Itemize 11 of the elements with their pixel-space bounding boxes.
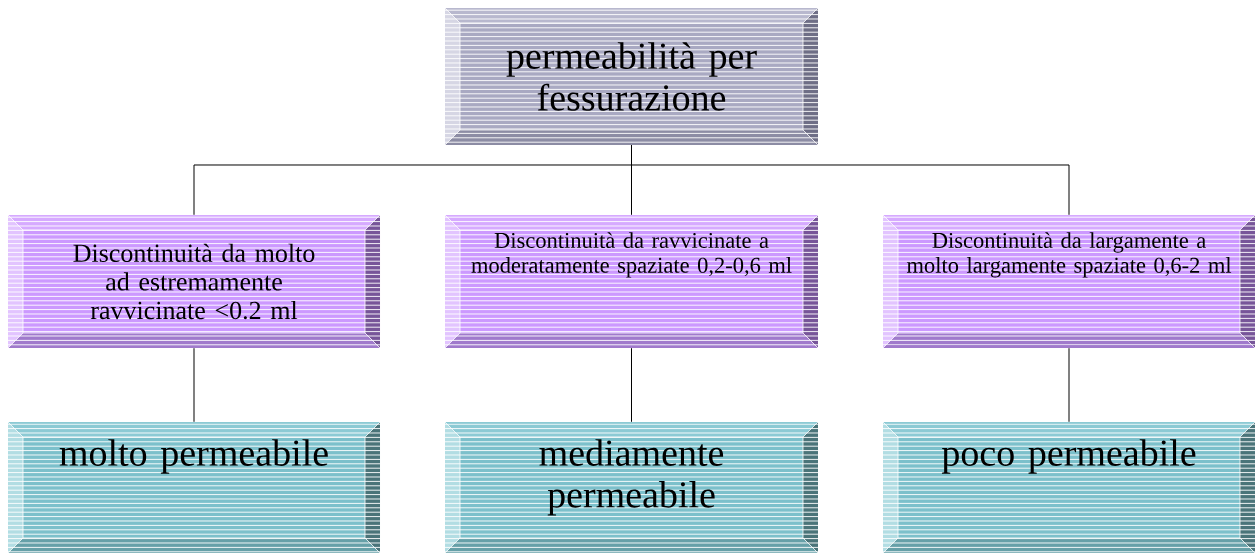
- beveled-box: molto permeabile: [7, 421, 381, 553]
- beveled-box: poco permeabile: [882, 421, 1255, 553]
- beveled-box: permeabilità per fessurazione: [444, 7, 819, 146]
- beveled-box: Discontinuità da largamente a molto largamente spaziate 0,6-2 ml: [882, 214, 1255, 349]
- connector-line: [193, 347, 195, 423]
- beveled-box: Discontinuità da ravvicinate a moderatamente spaziate 0,2-0,6 ml: [444, 214, 819, 349]
- beveled-box: mediamente permeabile: [444, 421, 819, 553]
- connector-line: [631, 347, 632, 423]
- connector-line: [1068, 347, 1070, 423]
- beveled-box: Discontinuità da molto ad estremamente ravvicinate <0.2 ml: [7, 214, 381, 349]
- connector-line: [631, 144, 1070, 216]
